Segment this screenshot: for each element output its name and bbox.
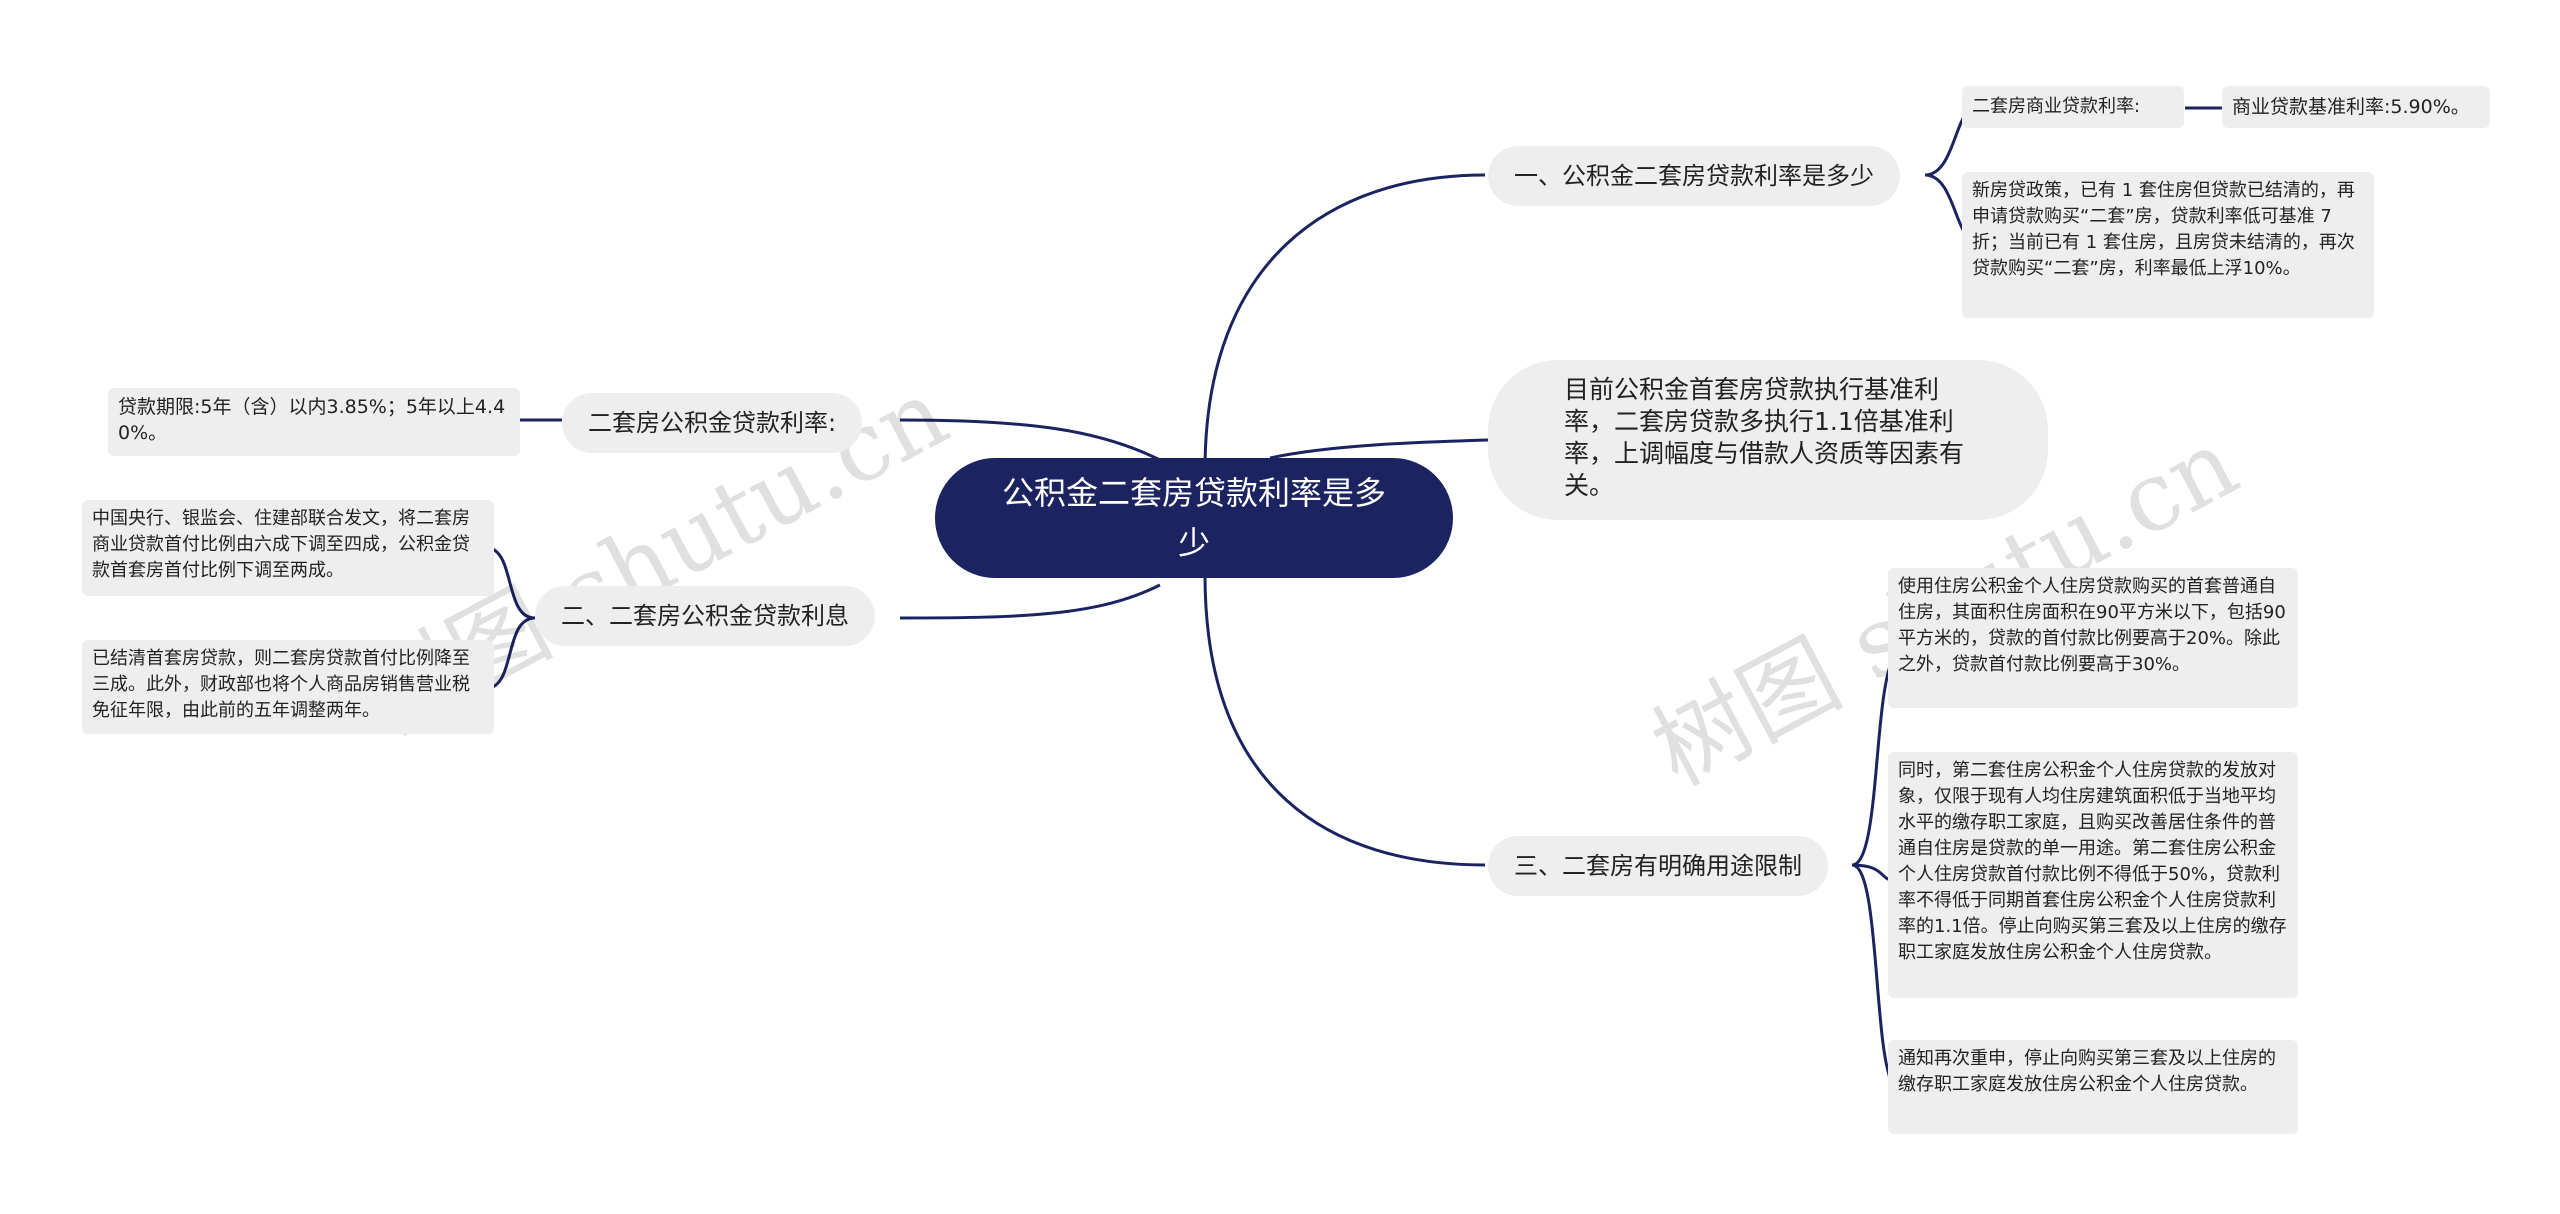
branch-interest-rate[interactable]: 一、公积金二套房贷款利率是多少: [1488, 146, 1900, 206]
leaf-first-home-downpayment[interactable]: 使用住房公积金个人住房贷款购买的首套普通自住房，其面积住房面积在90平方米以下，…: [1888, 568, 2298, 708]
leaf-downpayment-cut[interactable]: 中国央行、银监会、住建部联合发文，将二套房商业贷款首付比例由六成下调至四成，公积…: [82, 500, 494, 596]
branch-label: 三、二套房有明确用途限制: [1514, 852, 1802, 880]
leaf-label: 使用住房公积金个人住房贷款购买的首套普通自住房，其面积住房面积在90平方米以下，…: [1898, 576, 2286, 675]
branch-label: 二、二套房公积金贷款利息: [561, 602, 849, 630]
leaf-label: 中国央行、银监会、住建部联合发文，将二套房商业贷款首付比例由六成下调至四成，公积…: [92, 508, 470, 581]
leaf-settled-loan[interactable]: 已结清首套房贷款，则二套房贷款首付比例降至三成。此外，财政部也将个人商品房销售营…: [82, 640, 494, 734]
branch-label: 目前公积金首套房贷款执行基准利率，二套房贷款多执行1.1倍基准利率，上调幅度与借…: [1564, 375, 1965, 500]
branch-label: 二套房公积金贷款利率:: [588, 409, 837, 437]
leaf-second-home-eligibility[interactable]: 同时，第二套住房公积金个人住房贷款的发放对象，仅限于现有人均住房建筑面积低于当地…: [1888, 752, 2298, 998]
leaf-label: 已结清首套房贷款，则二套房贷款首付比例降至三成。此外，财政部也将个人商品房销售营…: [92, 648, 470, 721]
branch-current-rate[interactable]: 目前公积金首套房贷款执行基准利率，二套房贷款多执行1.1倍基准利率，上调幅度与借…: [1488, 360, 2048, 520]
leaf-loan-term-rate[interactable]: 贷款期限:5年（含）以内3.85%；5年以上4.40%。: [108, 388, 520, 456]
leaf-new-policy[interactable]: 新房贷政策，已有 1 套住房但贷款已结清的，再申请贷款购买“二套”房，贷款利率低…: [1962, 172, 2374, 318]
branch-provident-interest[interactable]: 二、二套房公积金贷款利息: [535, 586, 875, 646]
root-topic[interactable]: 公积金二套房贷款利率是多少: [935, 458, 1453, 578]
leaf-label: 通知再次重申，停止向购买第三套及以上住房的缴存职工家庭发放住房公积金个人住房贷款…: [1898, 1048, 2276, 1095]
leaf-commercial-base-rate[interactable]: 商业贷款基准利率:5.90%。: [2222, 86, 2490, 128]
sub-commercial-rate[interactable]: 二套房商业贷款利率:: [1962, 86, 2184, 128]
branch-usage-restriction[interactable]: 三、二套房有明确用途限制: [1488, 836, 1828, 896]
leaf-third-home-stop[interactable]: 通知再次重申，停止向购买第三套及以上住房的缴存职工家庭发放住房公积金个人住房贷款…: [1888, 1040, 2298, 1134]
branch-label: 一、公积金二套房贷款利率是多少: [1514, 162, 1874, 190]
root-topic-label: 公积金二套房贷款利率是多少: [1001, 474, 1386, 562]
leaf-label: 同时，第二套住房公积金个人住房贷款的发放对象，仅限于现有人均住房建筑面积低于当地…: [1898, 760, 2287, 963]
branch-provident-rate[interactable]: 二套房公积金贷款利率:: [562, 393, 863, 453]
leaf-label: 二套房商业贷款利率:: [1972, 96, 2141, 117]
leaf-label: 新房贷政策，已有 1 套住房但贷款已结清的，再申请贷款购买“二套”房，贷款利率低…: [1972, 180, 2355, 279]
leaf-label: 商业贷款基准利率:5.90%。: [2232, 96, 2470, 118]
leaf-label: 贷款期限:5年（含）以内3.85%；5年以上4.40%。: [118, 396, 506, 444]
